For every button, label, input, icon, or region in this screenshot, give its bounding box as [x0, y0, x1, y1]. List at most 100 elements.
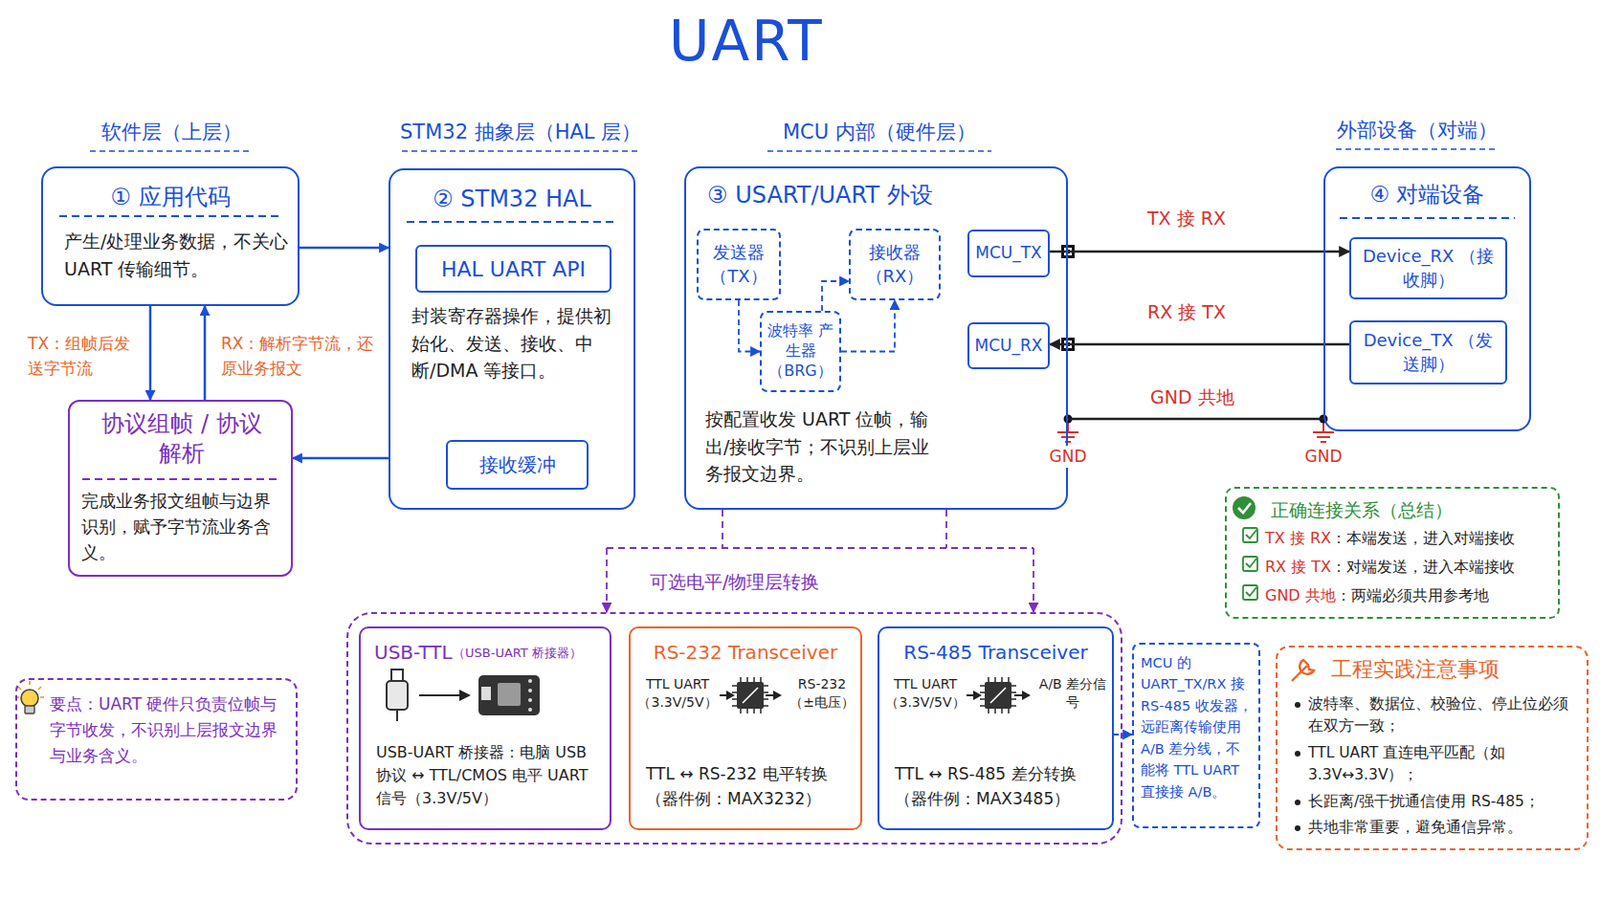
chip-pin [763, 691, 769, 694]
chip-pin [1011, 698, 1017, 701]
pin-box: Device_TX （发送脚） [1349, 320, 1508, 385]
drawing-part [1022, 690, 1031, 701]
drawing-part [401, 150, 640, 153]
chip-pin [732, 705, 737, 708]
connector [1113, 733, 1133, 736]
drawing-part [497, 683, 521, 707]
api-box: HAL UART API [415, 244, 612, 293]
node-text: ：两端必须共用参考地 [1335, 584, 1489, 608]
connector [738, 300, 760, 353]
edge-label: RX 接 TX [1144, 300, 1229, 326]
connector [721, 510, 724, 549]
drawing-part [1312, 431, 1334, 434]
process-box: 协议组帧 / 协议解析完成业务报文组帧与边界识别，赋予字节流业务含义。 [67, 400, 293, 578]
drawing-part [979, 677, 1017, 714]
chip-pin [1011, 705, 1017, 708]
drawing-part [1243, 528, 1258, 543]
chip-pin [1007, 677, 1010, 683]
rs485-chip-icon [966, 677, 1031, 714]
drawing-part [1316, 436, 1331, 439]
node-text: TTL ↔ RS-485 差分转换 （器件例：MAX3485） [894, 762, 1104, 812]
ground-dots [1064, 415, 1329, 424]
converter-box: RS-232 TransceiverTTL ↔ RS-232 电平转换 （器件例… [628, 626, 863, 831]
chip-pin [987, 677, 990, 683]
drawing-part [59, 215, 282, 218]
drawing-part [24, 706, 35, 714]
node-heading: ② STM32 HAL [390, 181, 634, 217]
drawing-part [1245, 530, 1257, 539]
layer-heading: STM32 抽象层（HAL 层） [397, 118, 645, 146]
node-heading: MCU 的 UART_TX/RX 接 RS-485 收发器，远距离传输使用 A/… [1140, 652, 1254, 803]
bullet-dot [1294, 800, 1301, 806]
heading-underlines [89, 149, 1499, 152]
layer-heading: 外部设备（对端） [1333, 116, 1501, 144]
node-text: （USB-UART 桥接器） [452, 644, 582, 664]
pin-box: MCU_TX [967, 229, 1050, 278]
connector [1049, 250, 1350, 253]
bullet-dot [1294, 751, 1301, 757]
chip-pin [979, 705, 985, 708]
bullet-dot [1294, 702, 1301, 709]
connector [822, 281, 849, 312]
node-heading: ④ 对端设备 [1325, 177, 1530, 212]
chip-pin [1000, 677, 1003, 683]
baud-generator: 波特率 产生器 （BRG） [759, 311, 842, 393]
drawing-part [732, 677, 769, 714]
chip-pin [979, 691, 985, 694]
usb-uart-module-icon [478, 675, 540, 716]
node-text: USB-UART 桥接器：电脑 USB 协议 ↔ TTL/CMOS 电平 UAR… [376, 741, 604, 811]
summary-box: 正确连接关系（总结）TX 接 RX：本端发送，进入对端接收RX 接 TX：对端发… [1224, 487, 1560, 620]
note-box: MCU 的 UART_TX/RX 接 RS-485 收发器，远距离传输使用 A/… [1132, 643, 1261, 829]
chip-pin [739, 709, 742, 714]
node-text: 长距离/强干扰通信使用 RS-485； [1308, 791, 1580, 814]
connector [1032, 548, 1035, 613]
chip-pin [987, 709, 990, 714]
usb-arrow [419, 689, 471, 702]
chip-pin [1011, 685, 1017, 688]
drawing-part [528, 679, 533, 684]
node-heading: 发送器 （TX） [698, 230, 779, 299]
chip-pin [753, 709, 756, 714]
node-text: TTL UART 直连电平匹配（如 3.3V↔3.3V）； [1308, 742, 1580, 788]
connector [605, 548, 608, 613]
chip-pin [1007, 709, 1010, 714]
node-text: TTL ↔ RS-232 电平转换 （器件例：MAX3232） [645, 762, 852, 812]
drawing-part [406, 221, 619, 223]
buffer-box: 接收缓冲 [445, 440, 589, 490]
node-heading: HAL UART API [417, 246, 610, 291]
drawing-part [528, 698, 533, 703]
chip-pin [994, 677, 997, 683]
connector [203, 306, 207, 400]
drawing-part [478, 675, 540, 716]
node-text: 封装寄存器操作，提供初始化、发送、接收、中断/DMA 等接口。 [411, 302, 623, 385]
chip-pin [732, 698, 737, 701]
connector [149, 306, 153, 400]
drawing-part [773, 690, 782, 701]
pin-box: Device_RX （接收脚） [1349, 237, 1508, 300]
node-heading: ③ USART/UART 外设 [707, 177, 934, 213]
drawing-part [1232, 496, 1256, 520]
node-text: 波特率、数据位、校验位、停止位必须在双方一致； [1308, 693, 1580, 739]
rx-block: 接收器 （RX） [848, 228, 941, 301]
drawing-part [528, 708, 533, 712]
layer-heading: MCU 内部（硬件层） [779, 118, 979, 146]
node-text: 完成业务报文组帧与边界识别，赋予字节流业务含义。 [81, 488, 285, 566]
node-heading: MCU_RX [969, 324, 1048, 368]
drawing-part [396, 710, 399, 722]
node-text: ：本端发送，进入对端接收 [1331, 527, 1515, 551]
chip-pin [1011, 691, 1017, 694]
checkbox-icons [1243, 528, 1258, 600]
drawing-part [1339, 217, 1515, 220]
connector [945, 510, 948, 549]
connector [1067, 418, 1324, 421]
drawing-part [459, 689, 471, 702]
chip-pin [763, 698, 769, 701]
converter-box: USB-TTL（USB-UART 桥接器）USB-UART 桥接器：电脑 USB… [358, 626, 612, 831]
node-heading: Device_TX （发送脚） [1351, 322, 1506, 383]
chip-pin [994, 709, 997, 714]
signal-label: A/B 差分信号 [1032, 675, 1113, 712]
chip-pin [763, 685, 769, 688]
node-heading: 正确连接关系（总结） [1270, 496, 1453, 525]
node-text: RX 接 TX [1265, 555, 1332, 579]
check-circle-icon [1232, 496, 1256, 520]
